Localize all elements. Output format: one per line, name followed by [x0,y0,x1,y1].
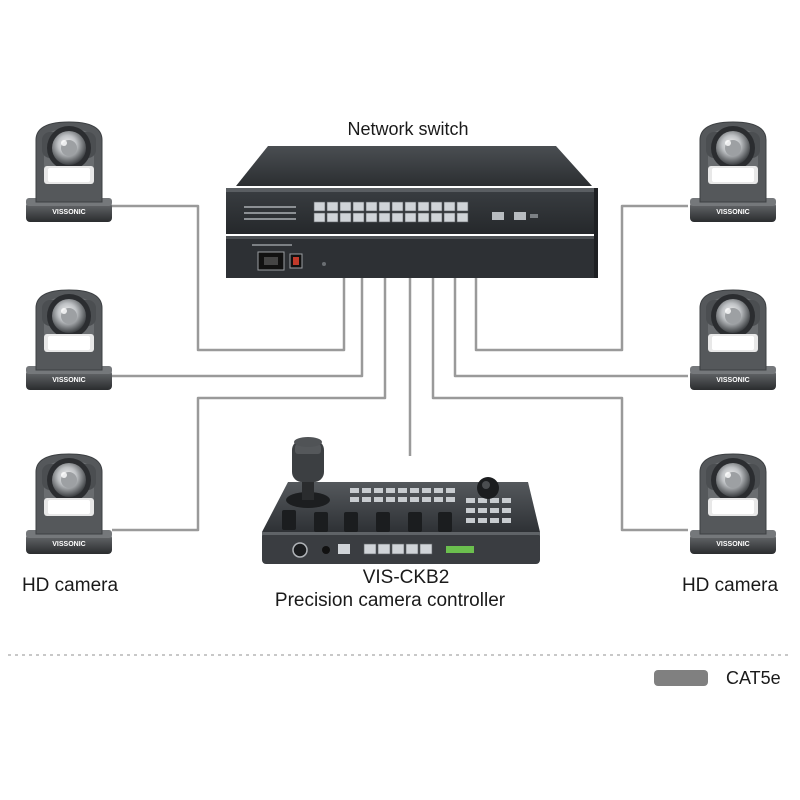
hd-camera-right-2: VISSONIC [689,289,777,391]
legend-label: CAT5e [726,668,781,688]
cable-right-camera-1 [474,204,688,352]
legend-swatch [654,670,708,686]
cat5e-cables [112,204,688,532]
svg-text:VISSONIC: VISSONIC [716,209,749,216]
cable-left-camera-2 [112,276,364,378]
hd-camera-left-3: VISSONIC [25,453,113,555]
camera-controller-keyboard [262,437,540,564]
controller-description-label: Precision camera controller [275,590,506,611]
hd-camera-right-3: VISSONIC [689,453,777,555]
hd-camera-right-1: VISSONIC [689,121,777,223]
svg-text:VISSONIC: VISSONIC [52,377,85,384]
network-switch [226,146,598,278]
legend: CAT5e [654,668,781,688]
switch-ports [313,201,469,223]
svg-text:VISSONIC: VISSONIC [716,541,749,548]
controller-model-label: VIS-CKB2 [363,567,450,588]
network-switch-label: Network switch [347,119,468,139]
cable-left-camera-3 [112,276,387,532]
hd-camera-left-2: VISSONIC [25,289,113,391]
cable-right-camera-2 [453,276,688,378]
hd-camera-left-label: HD camera [22,575,119,596]
cable-right-camera-3 [431,276,688,532]
joystick-icon [286,437,330,508]
svg-text:VISSONIC: VISSONIC [716,377,749,384]
hd-camera-right-label: HD camera [682,575,779,596]
svg-text:VISSONIC: VISSONIC [52,541,85,548]
hd-camera-left-1: VISSONIC [25,121,113,223]
cable-left-camera-1 [112,204,346,352]
svg-text:VISSONIC: VISSONIC [52,209,85,216]
